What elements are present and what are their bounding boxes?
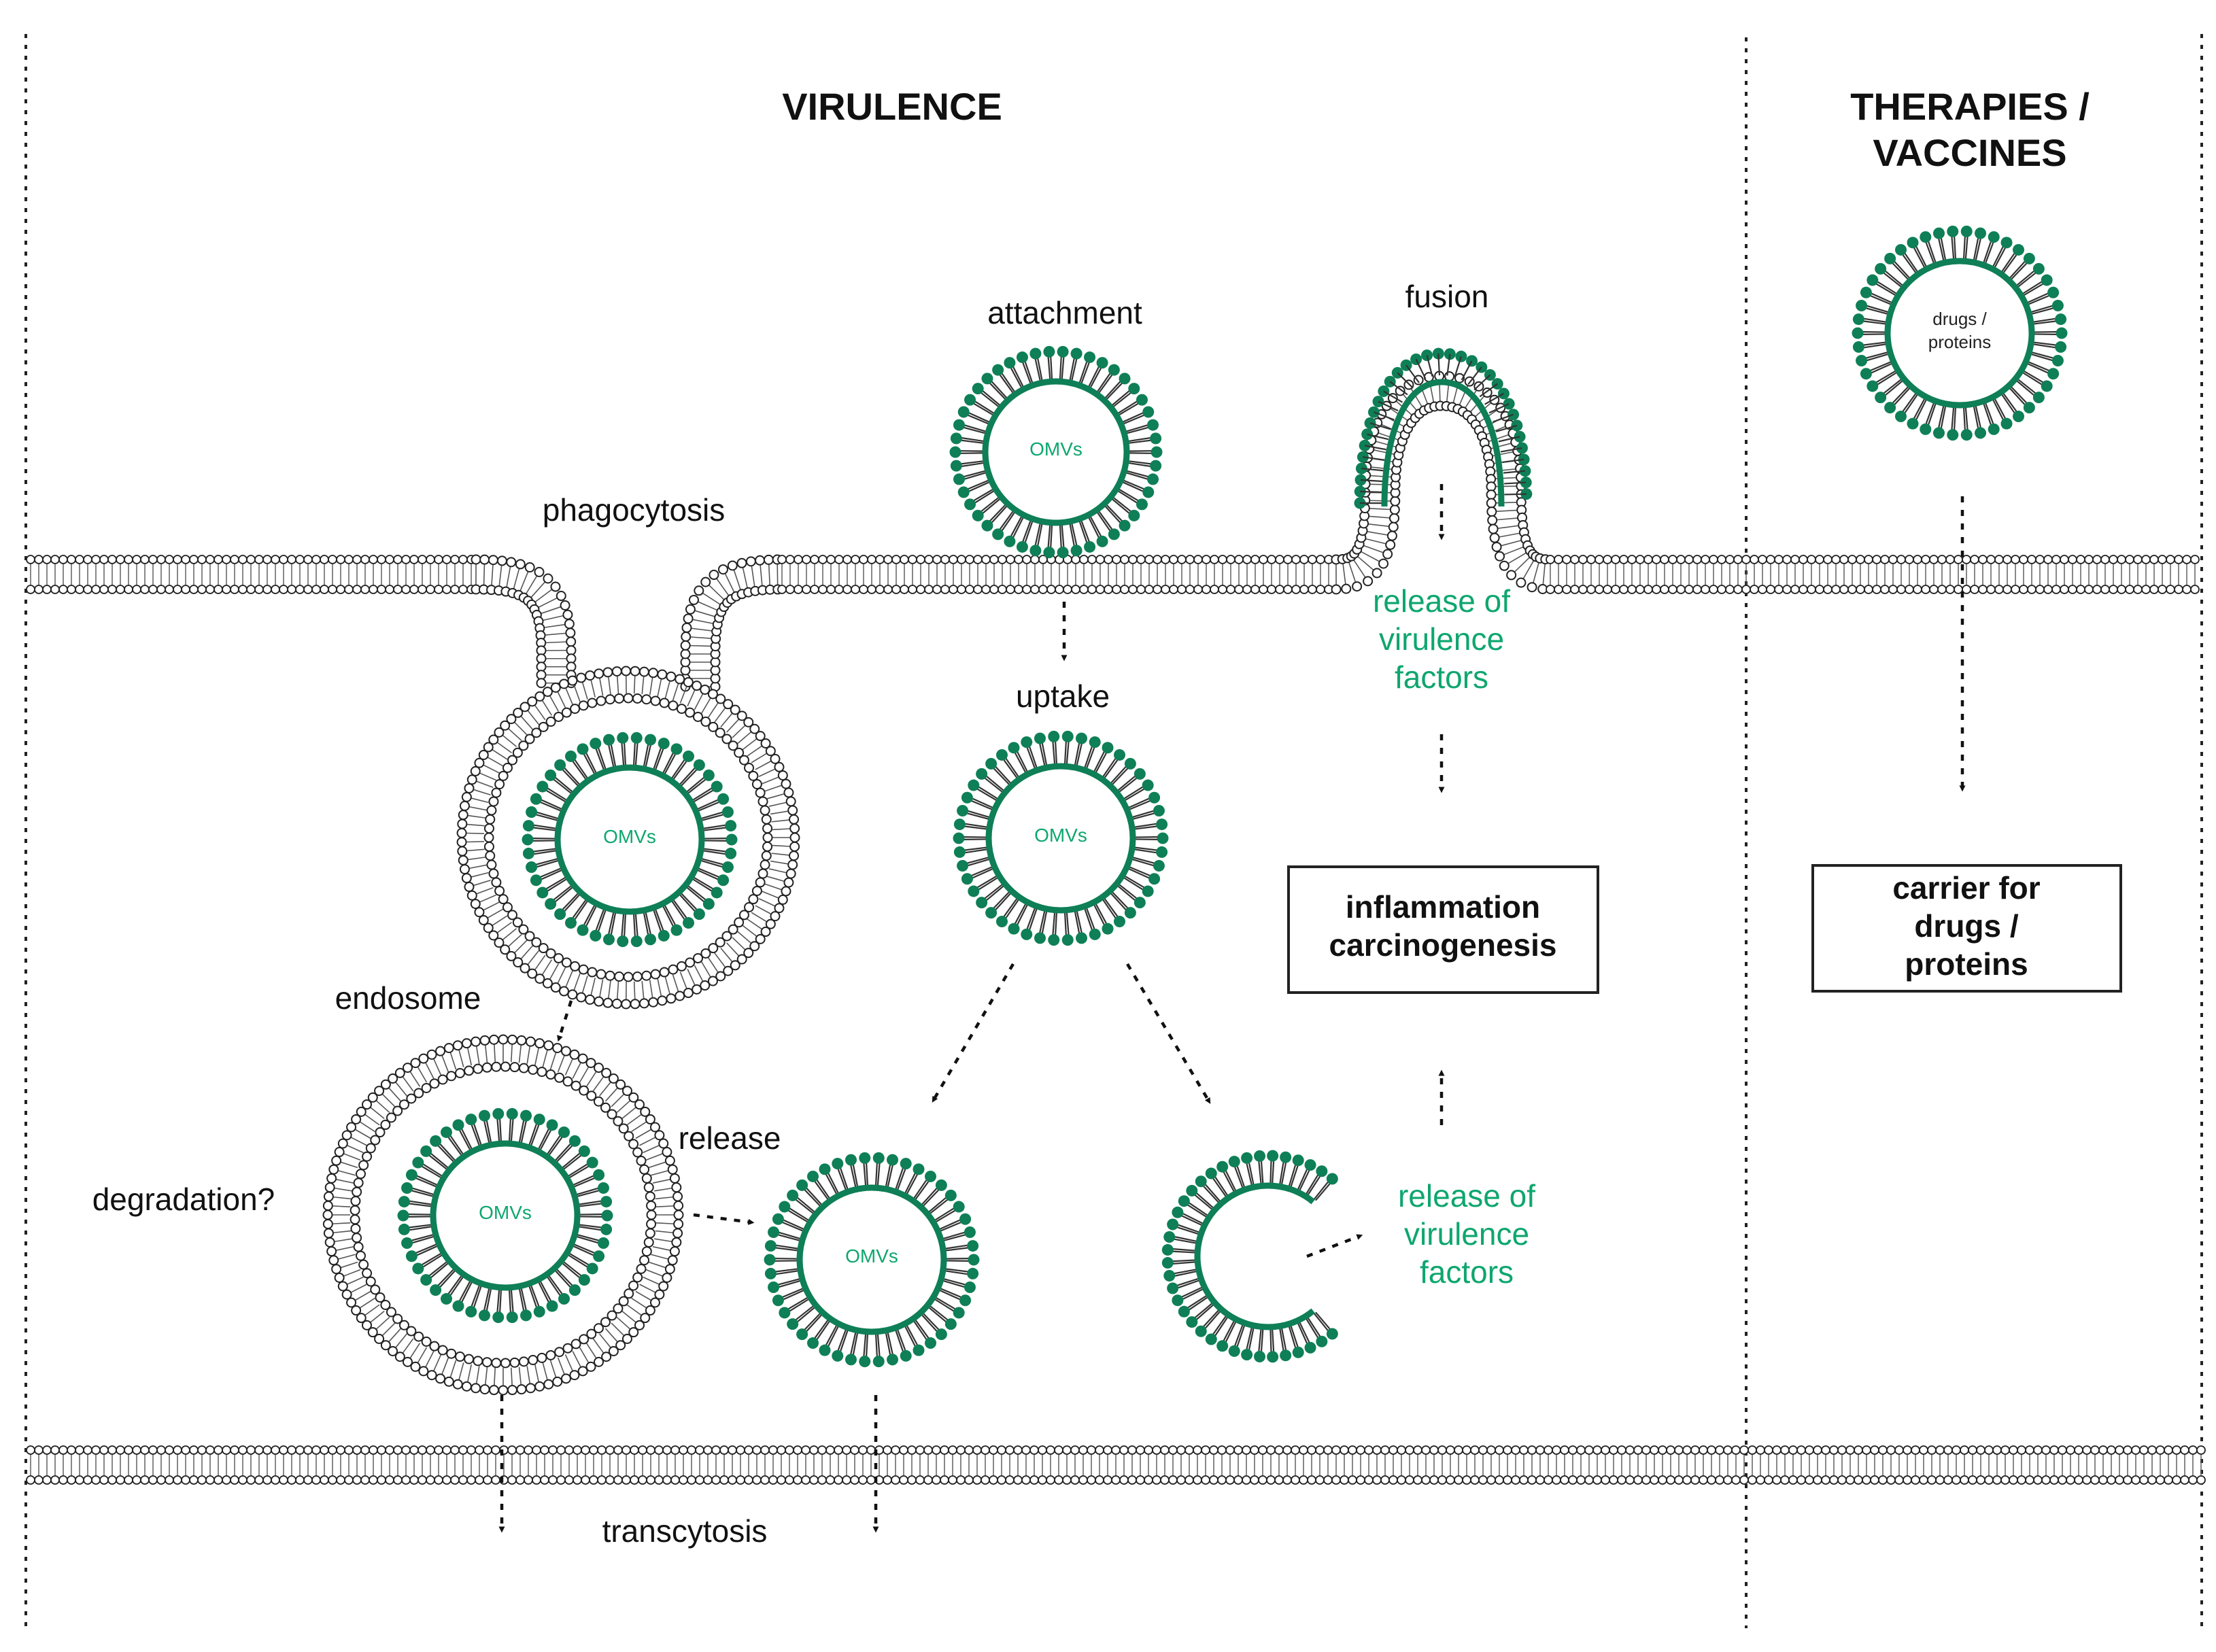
region-dividers	[24, 34, 2203, 1628]
release-factors-bottom-line2: virulence	[1404, 1216, 1529, 1252]
inflammation-text: inflammation	[1346, 889, 1540, 925]
omv-label-attachment: OMVs	[1029, 438, 1083, 460]
omv-label-phagocytosis: OMVs	[603, 826, 656, 847]
omv-uptake	[953, 730, 1169, 946]
phagocytosis-membrane-left	[471, 554, 577, 689]
release-factors-top-line3: factors	[1395, 659, 1488, 695]
arrow-endosome-down	[557, 1000, 573, 1042]
omv-label-release: OMVs	[845, 1245, 898, 1267]
omv-attachment	[949, 345, 1163, 559]
omv-endosome	[397, 1107, 613, 1324]
release-factors-bottom-line3: factors	[1420, 1254, 1514, 1290]
label-degradation: degradation?	[92, 1182, 275, 1217]
arrows	[498, 484, 1966, 1533]
release-factors-bottom-line1: release of	[1398, 1178, 1535, 1214]
label-uptake: uptake	[1016, 678, 1110, 714]
arrow-endosome-release	[693, 1213, 755, 1225]
label-attachment: attachment	[987, 295, 1142, 330]
host-membrane-bottom	[26, 1445, 2206, 1485]
label-endosome: endosome	[335, 980, 481, 1016]
label-fusion: fusion	[1405, 279, 1489, 314]
omv-released	[764, 1152, 980, 1368]
carrier-text-line3: proteins	[1905, 946, 2028, 982]
drug-vesicle-label-line1: drugs /	[1932, 309, 1987, 329]
host-membrane-top-left	[26, 555, 476, 594]
label-transcytosis: transcytosis	[602, 1513, 768, 1549]
carcinogenesis-text: carcinogenesis	[1329, 927, 1557, 963]
omv-label-uptake: OMVs	[1034, 825, 1087, 846]
arrow-broken-out	[1306, 1234, 1363, 1258]
label-release: release	[679, 1120, 781, 1156]
phagocytosis-membrane-right	[680, 554, 783, 692]
heading-virulence: VIRULENCE	[782, 85, 1002, 128]
drug-vesicle-label-line2: proteins	[1928, 332, 1992, 352]
omv-broken	[1161, 1150, 1338, 1363]
host-membrane-top-middle	[777, 555, 1333, 594]
omv-drug-carrier	[1852, 225, 2068, 441]
endosome-membrane	[322, 1034, 684, 1396]
label-phagocytosis: phagocytosis	[543, 492, 726, 528]
arrow-uptake-right	[1126, 963, 1211, 1104]
host-membrane-top-right	[1546, 555, 2200, 594]
host-membranes	[26, 371, 2206, 1485]
carrier-box	[1811, 864, 2122, 993]
phagocytosis-cup	[456, 666, 800, 1010]
carrier-text-line1: carrier for	[1892, 870, 2040, 906]
release-factors-top-line1: release of	[1373, 583, 1510, 619]
omv-label-endosome: OMVs	[479, 1202, 532, 1223]
inflammation-box	[1287, 865, 1599, 994]
heading-therapies: THERAPIES /	[1850, 85, 2090, 128]
heading-vaccines: VACCINES	[1873, 131, 2066, 174]
arrow-uptake-left	[932, 963, 1015, 1103]
release-factors-top-line2: virulence	[1379, 621, 1504, 657]
omv-phagocytosis	[522, 732, 738, 948]
fusion-omv-layer	[1354, 347, 1533, 509]
omv-vesicles	[397, 225, 2068, 1368]
carrier-text-line2: drugs /	[1914, 908, 2019, 944]
